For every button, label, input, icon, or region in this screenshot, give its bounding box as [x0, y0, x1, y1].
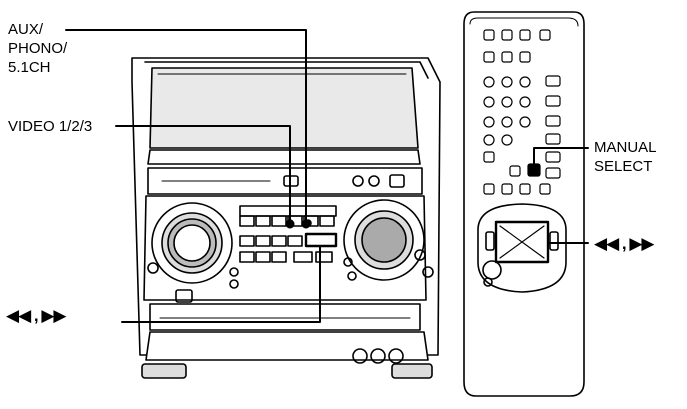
aux-phono-label: AUX/ PHONO/ 5.1CH — [8, 20, 67, 77]
video-label: VIDEO 1/2/3 — [8, 118, 93, 135]
aux-line3: 5.1CH — [8, 59, 51, 76]
callout-lines — [65, 29, 589, 323]
manual-line2: SELECT — [594, 158, 653, 175]
stereo-system-icon — [131, 57, 441, 379]
aux-line2: PHONO/ — [8, 40, 68, 57]
skip-buttons-label-left: ◀◀ , ▶▶ — [6, 306, 66, 325]
manual-line1: MANUAL — [594, 139, 657, 156]
manual-select-label: MANUAL SELECT — [594, 138, 657, 176]
remote-control-icon — [463, 11, 585, 397]
skip-buttons-label-right: ◀◀ , ▶▶ — [594, 234, 654, 253]
aux-line1: AUX/ — [8, 21, 44, 38]
